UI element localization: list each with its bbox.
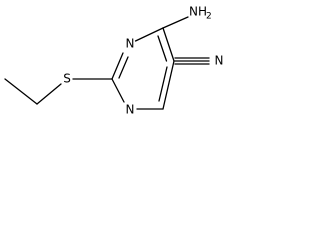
atom-amino-n-label: N <box>189 5 198 19</box>
atom-amino-h-label: H <box>198 5 207 19</box>
atom-s-label: S <box>63 72 71 86</box>
atom-n1-label: N <box>126 103 135 117</box>
atom-amino-h-count: 2 <box>206 12 212 22</box>
bond-c4-c5 <box>162 27 175 62</box>
bond-c4-c5-inner <box>157 35 168 62</box>
bond-c2-n1 <box>111 78 125 103</box>
bond-c6-c5 <box>162 60 175 110</box>
bond-c4-amino <box>162 16 189 29</box>
bond-ch2-ch3 <box>4 78 38 105</box>
bond-s-ch2 <box>36 83 62 105</box>
bond-c4-n3 <box>134 27 164 42</box>
atom-nitrile-n-label: N <box>215 54 224 68</box>
bond-n3-c2 <box>111 52 124 80</box>
bond-c6-c5-inner <box>158 66 168 102</box>
bond-n3-c2-inner <box>118 56 129 79</box>
chemical-structure: N N S N N H 2 <box>4 5 224 117</box>
atom-n3-label: N <box>126 37 135 51</box>
